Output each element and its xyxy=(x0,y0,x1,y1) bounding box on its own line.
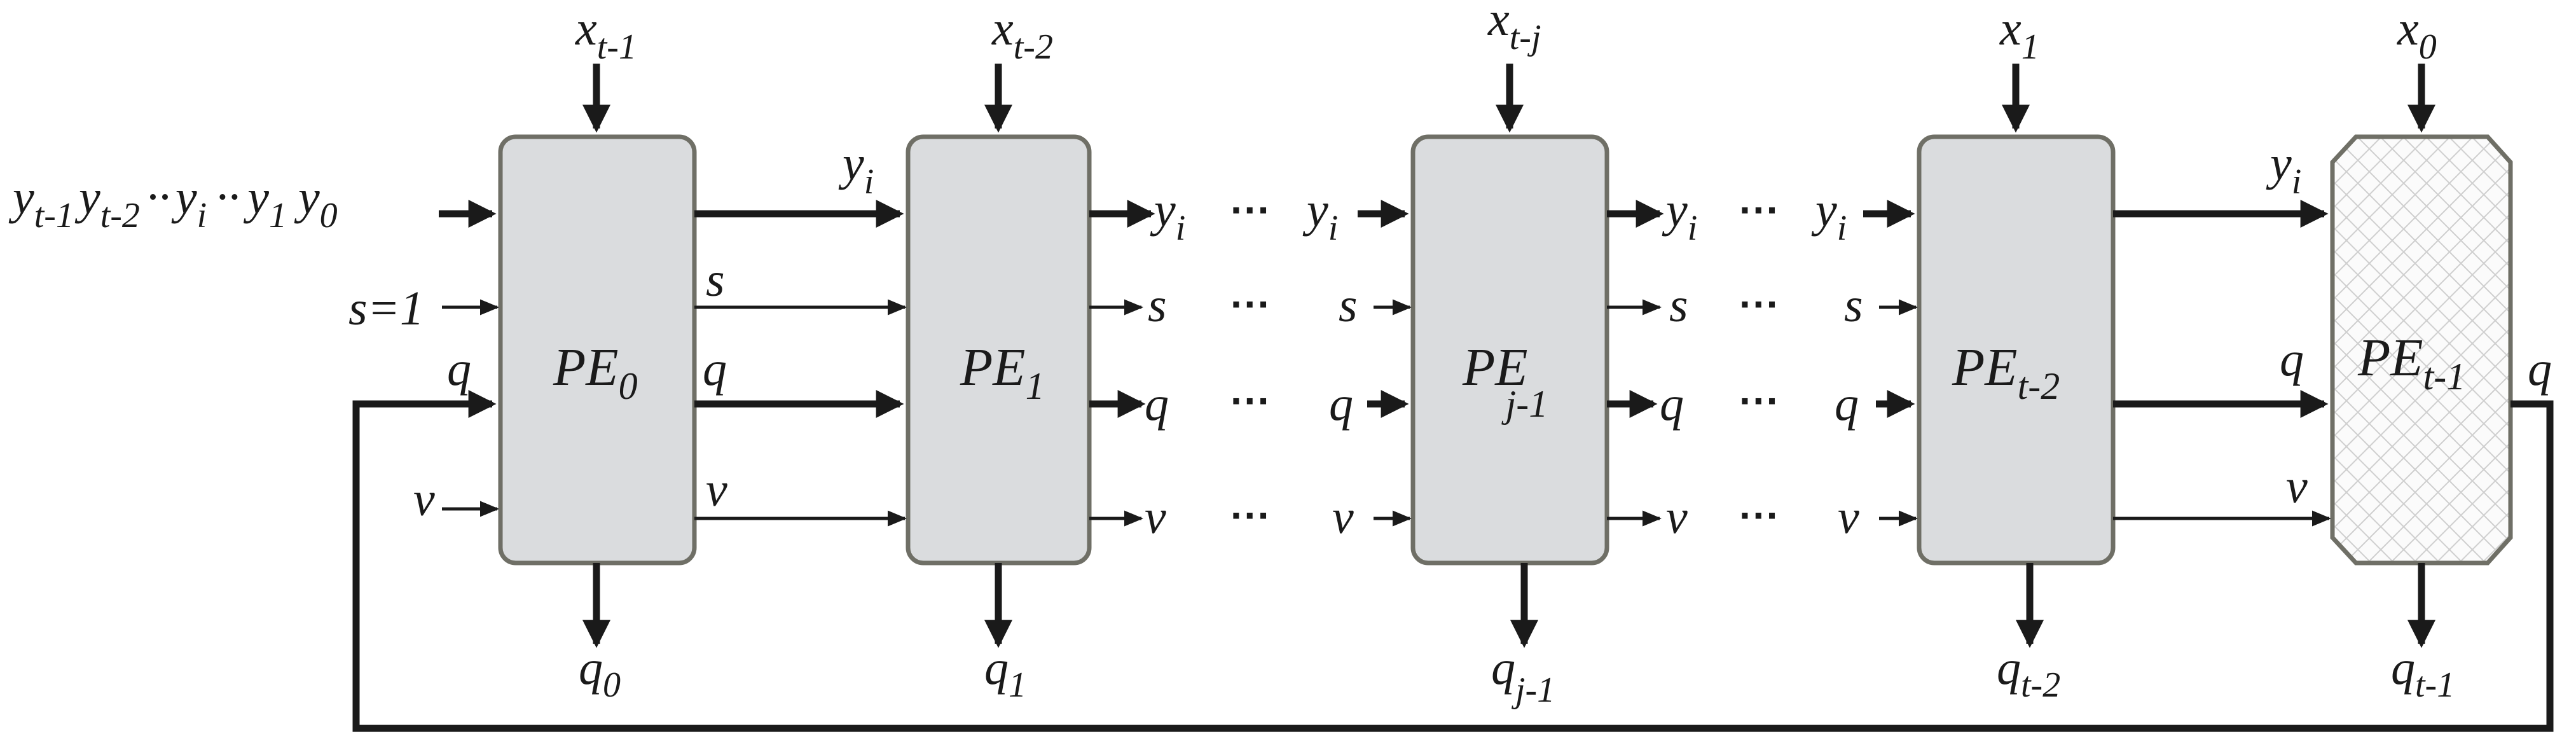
s-init-label: s=1 xyxy=(348,282,424,335)
pe-label-t-2: PEt-2 xyxy=(1952,338,2060,407)
ellipsis-y-a: ··· xyxy=(1230,187,1271,233)
x-label-j-1: xt-j xyxy=(1487,0,1541,57)
yi-label-0-1: yi xyxy=(838,137,874,202)
pe-label-t-1: PEt-1 xyxy=(2357,328,2465,398)
ellipsis-v-b: ··· xyxy=(1739,492,1780,538)
q-label-in-j-1: q xyxy=(1329,377,1353,431)
s-label-0-1: s xyxy=(706,253,725,307)
ellipsis-y-b: ··· xyxy=(1739,187,1780,233)
yi-label-in-j-1: yi xyxy=(1302,183,1338,248)
v-label-in-j-1: v xyxy=(1332,490,1354,544)
v-label-out-j-1: v xyxy=(1666,490,1688,544)
ellipsis-q-b: ··· xyxy=(1739,378,1780,424)
pe-box-t-1-octagon xyxy=(2330,134,2513,566)
yi-label-t-2-t-1: yi xyxy=(2266,137,2301,202)
pe-box-t-2 xyxy=(1917,134,2116,566)
s-label-in-t-2: s xyxy=(1844,279,1863,332)
pe-label-0: PE0 xyxy=(553,338,638,407)
x-label-1: xt-2 xyxy=(991,2,1053,67)
v-label-0-1: v xyxy=(706,463,727,517)
q-feedback-loop xyxy=(352,390,2554,732)
pe-box-j-1 xyxy=(1410,134,1609,566)
v-input-label: v xyxy=(413,473,435,526)
yi-label-in-t-2: yi xyxy=(1811,183,1847,248)
q-label-t-2: qt-2 xyxy=(1997,641,2060,705)
x-label-t-1: x0 xyxy=(2397,2,2437,67)
q-label-t-2-t-1: q xyxy=(2280,333,2304,386)
ellipsis-s-b: ··· xyxy=(1739,281,1780,327)
q-label-0-1: q xyxy=(703,342,727,396)
q-label-j-1: qj-1 xyxy=(1491,641,1555,710)
v-label-in-t-2: v xyxy=(1838,490,1859,544)
s-label-out-1: s xyxy=(1148,279,1167,332)
q-label-t-1: qt-1 xyxy=(2391,641,2455,705)
q-feedback-label: q xyxy=(2528,342,2552,396)
q-input-label: q xyxy=(447,342,471,396)
yi-label-out-1: yi xyxy=(1150,183,1185,248)
v-label-t-2-t-1: v xyxy=(2286,460,2308,513)
ellipsis-q-a: ··· xyxy=(1230,378,1271,424)
q-label-0: q0 xyxy=(579,641,621,705)
x-label-0: xt-1 xyxy=(575,2,637,67)
q-label-in-t-2: q xyxy=(1835,377,1859,431)
yi-label-out-j-1: yi xyxy=(1662,183,1697,248)
q-label-1: q1 xyxy=(984,641,1026,705)
ellipsis-v-a: ··· xyxy=(1230,492,1271,538)
v-label-out-1: v xyxy=(1145,490,1166,544)
q-label-out-1: q xyxy=(1145,377,1169,431)
s-label-out-j-1: s xyxy=(1669,279,1688,332)
s-label-in-j-1: s xyxy=(1339,279,1358,332)
x-label-t-2: x1 xyxy=(1999,2,2039,67)
ellipsis-s-a: ··· xyxy=(1230,281,1271,327)
pe-label-1: PE1 xyxy=(960,338,1045,407)
q-label-out-j-1: q xyxy=(1660,377,1684,431)
